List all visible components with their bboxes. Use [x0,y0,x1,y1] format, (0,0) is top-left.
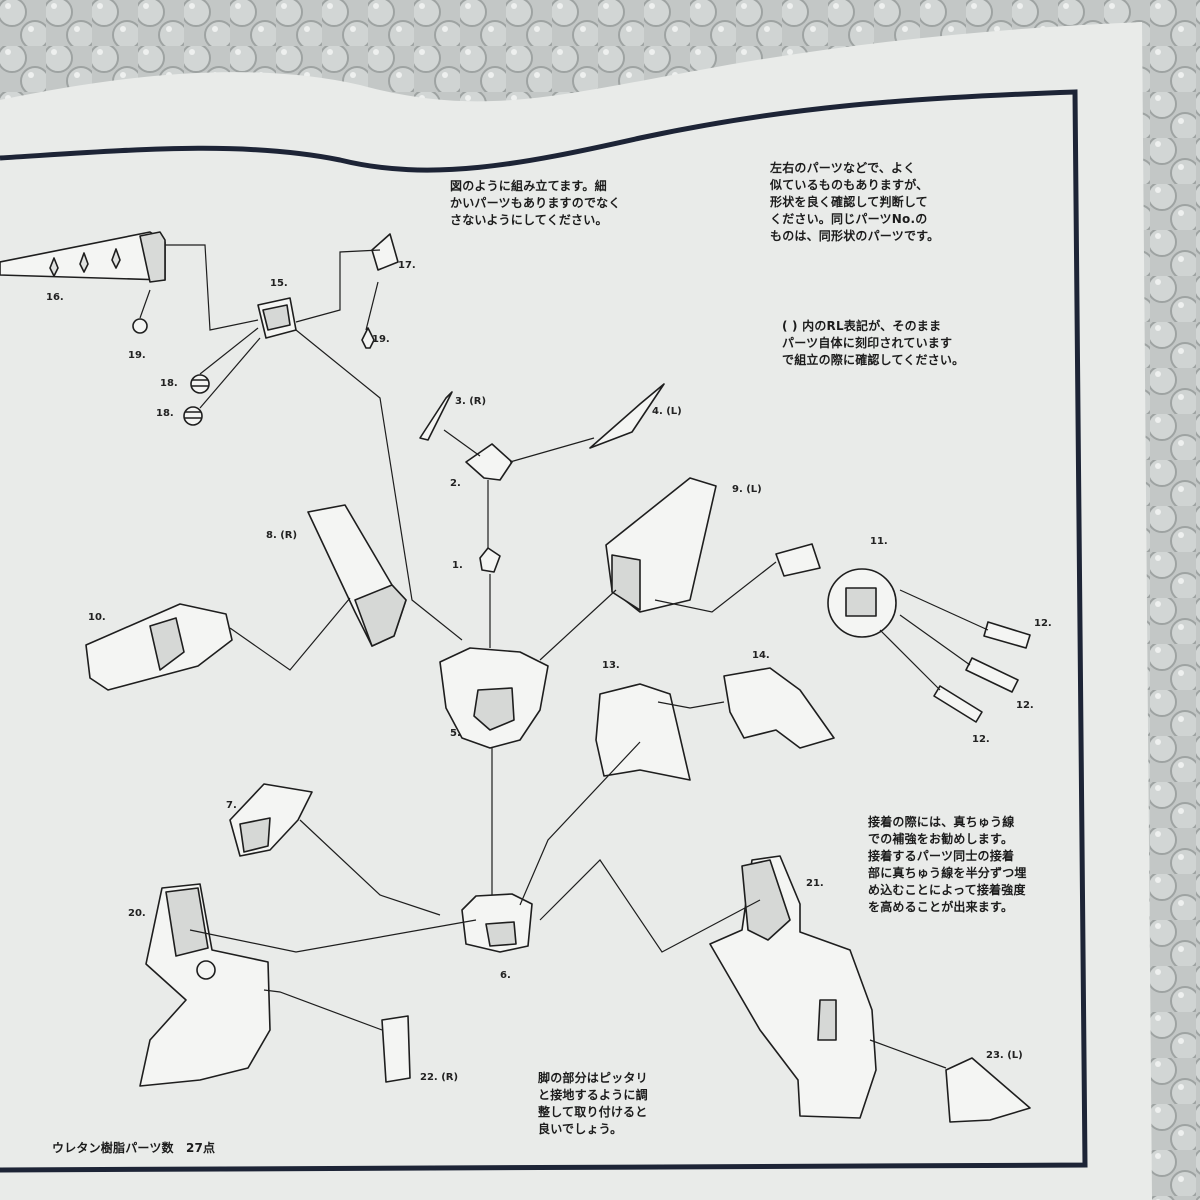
label-part-16: 16. [46,292,64,303]
part-1-drawing [479,547,501,573]
assembly-diagram [0,231,1031,1123]
part-14-drawing [723,667,835,749]
label-part-8: 8. (R) [266,530,298,541]
label-part-20: 20. [128,908,146,919]
part-17-drawing [371,233,399,271]
leader-lines [139,244,989,1069]
part-12a-drawing [983,621,1031,649]
label-part-14: 14. [752,650,770,661]
part-8-drawing [307,504,407,647]
part-20-drawing [139,883,271,1087]
part-18a-drawing [190,374,210,394]
label-part-6: 6. [500,970,511,981]
label-part-4: 4. (L) [652,406,682,417]
part-16-drawing [0,231,166,283]
label-part-22: 22. (R) [420,1072,459,1083]
label-part-19a: 19. [128,350,146,361]
label-part-11: 11. [870,536,888,547]
note-similar-parts: 左右のパーツなどで、よく 似ているものもありますが、 形状を良く確認して判断して… [770,161,940,243]
part-5-drawing [439,647,549,749]
part-11-drawing [775,543,897,638]
label-part-10: 10. [88,612,106,623]
part-6-drawing [461,893,533,953]
label-part-12c: 12. [972,734,990,745]
label-part-15: 15. [270,278,288,289]
part-23-drawing [945,1057,1031,1123]
part-12b-drawing [965,657,1019,693]
label-part-3: 3. (R) [455,396,487,407]
part-12c-drawing [933,685,983,723]
label-part-17: 17. [398,260,416,271]
label-part-23: 23. (L) [986,1050,1023,1061]
part-13-drawing [595,683,691,781]
part-10-drawing [85,603,233,691]
label-part-5: 5. [450,728,461,739]
note-parts-count: ウレタン樹脂パーツ数 27点 [52,1141,216,1155]
label-part-1: 1. [452,560,463,571]
label-part-2: 2. [450,478,461,489]
label-part-7: 7. [226,800,237,811]
part-2-drawing [465,443,513,481]
part-19b-drawing [361,327,375,349]
part-3-drawing [419,391,453,441]
label-part-19b: 19. [372,334,390,345]
label-part-13: 13. [602,660,620,671]
note-gluing: 接着の際には、真ちゅう線 での補強をお勧めします。 接着するパーツ同士の接着 部… [868,815,1027,914]
part-18b-drawing [183,406,203,426]
part-21-drawing [709,855,877,1119]
label-part-12a: 12. [1034,618,1052,629]
part-7-drawing [229,783,313,857]
note-legs: 脚の部分はピッタリ と接地するように調 整して取り付けると 良いでしょう。 [538,1071,648,1136]
label-part-12b: 12. [1016,700,1034,711]
note-assembly: 図のように組み立てます。細 かいパーツもありますのでなく さないようにしてくださ… [450,179,621,227]
note-rl-marking: ( ) 内のRL表記が、そのまま パーツ自体に刻印されています で組立の際に確認… [782,319,965,367]
part-22-drawing [381,1015,411,1083]
label-part-9: 9. (L) [732,484,762,495]
part-19a-drawing [132,318,148,334]
part-9-drawing [605,477,717,613]
label-part-18b: 18. [156,408,174,419]
label-part-18a: 18. [160,378,178,389]
part-15-drawing [257,297,297,339]
label-part-21: 21. [806,878,824,889]
part-4-drawing [589,383,665,449]
sheet-frame-border [0,89,1088,1173]
